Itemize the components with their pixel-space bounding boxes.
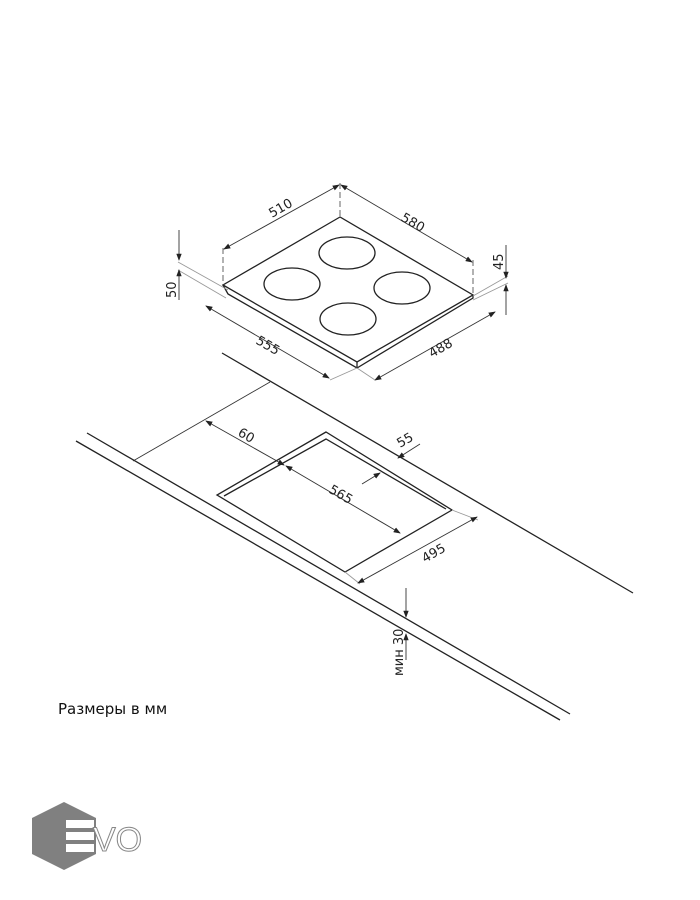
dim-555: 555: [253, 333, 282, 358]
cutout: [215, 431, 454, 573]
burner-back: [318, 236, 376, 270]
svg-text:VO: VO: [93, 821, 142, 859]
dim-495: 495: [420, 541, 449, 566]
hexagon-icon: [32, 802, 96, 870]
burner-left: [263, 267, 321, 301]
countertop-back-edge: [221, 352, 634, 594]
dim-45: 45: [492, 253, 507, 270]
units-note: Размеры в мм: [58, 700, 168, 718]
evo-logo: VO: [32, 802, 143, 870]
dim-min-30: мин 30: [392, 629, 407, 676]
hob-drawing: 510 580 50 45 555 488: [165, 183, 509, 381]
countertop-drawing: 60 55 565 495 мин 30: [75, 352, 634, 721]
dim-55: 55: [395, 430, 417, 451]
countertop-front-edge: [86, 432, 571, 715]
dim-580: 580: [398, 210, 427, 235]
burner-front: [319, 302, 377, 336]
burner-right: [373, 271, 431, 305]
dim-50: 50: [165, 281, 180, 298]
dim-60: 60: [235, 425, 257, 446]
dim-488: 488: [427, 336, 456, 361]
